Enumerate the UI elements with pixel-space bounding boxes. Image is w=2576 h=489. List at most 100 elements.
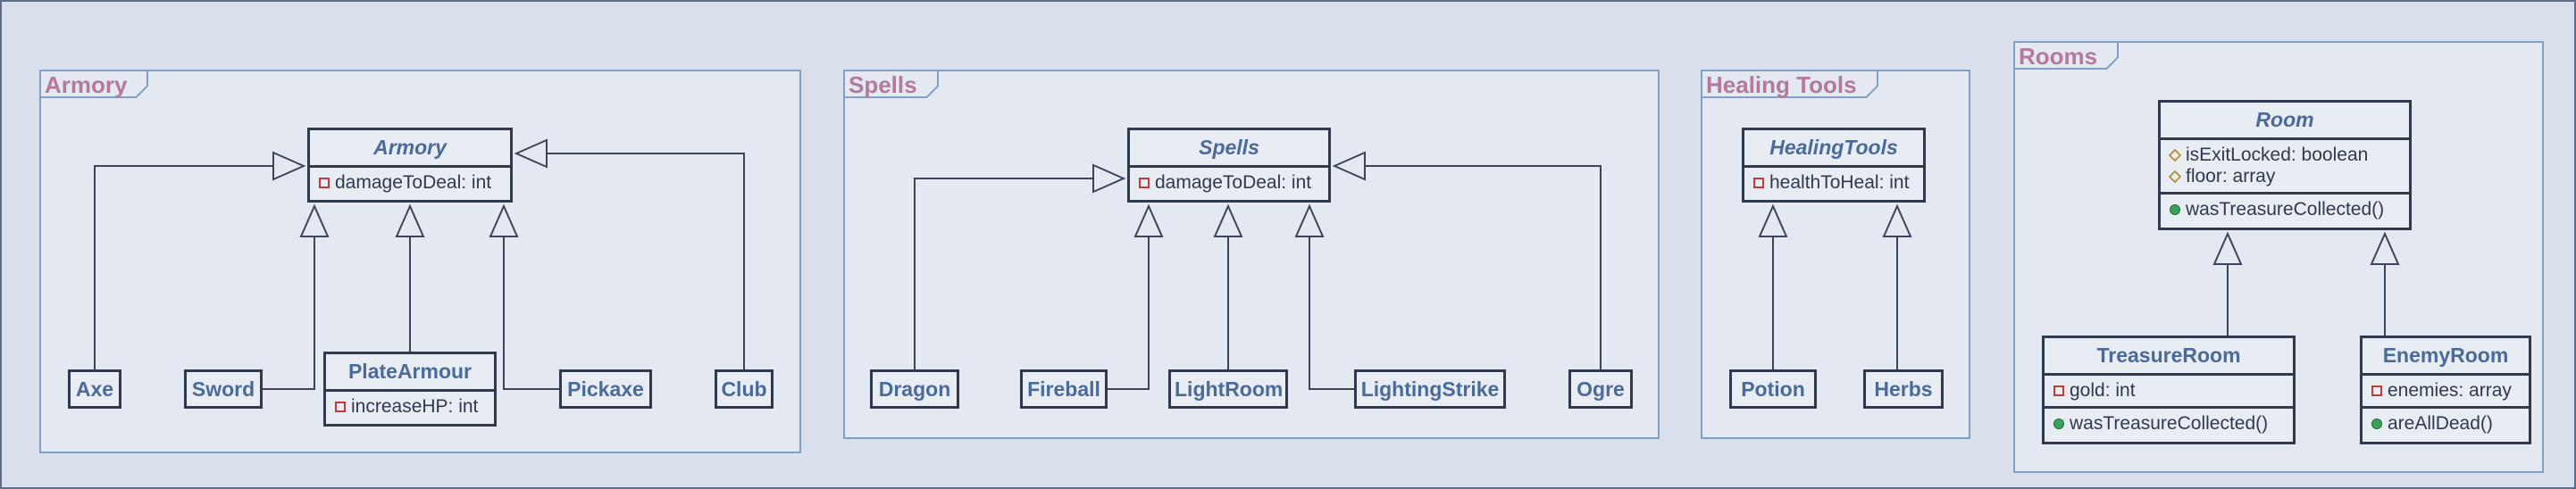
class-name: Pickaxe <box>567 377 644 401</box>
private-visibility-icon <box>2371 385 2382 396</box>
class-room[interactable]: Room isExitLocked: boolean floor: array … <box>2158 100 2412 230</box>
generalization-arrowhead <box>489 203 519 237</box>
method: wasTreasureCollected() <box>2170 199 2400 220</box>
class-name: Fireball <box>1027 377 1100 401</box>
attribute: isExitLocked: boolean <box>2168 145 2400 166</box>
attributes-compartment: increaseHP: int <box>326 389 494 422</box>
methods-compartment: wasTreasureCollected() <box>2045 406 2293 439</box>
class-name: Dragon <box>878 377 951 401</box>
generalization-plate_armour-to-armory <box>395 203 425 352</box>
class-healing-tools[interactable]: HealingTools healthToHeal: int <box>1742 128 1926 203</box>
class-name: Club <box>721 377 767 401</box>
generalization-arrowhead <box>299 203 330 237</box>
generalization-arrowhead <box>2370 231 2400 265</box>
generalization-ogre-to-spells <box>1332 151 1602 369</box>
attributes-compartment: gold: int <box>2045 373 2293 406</box>
method: areAllDead() <box>2371 413 2520 435</box>
package-label: Healing Tools <box>1702 71 1878 98</box>
public-visibility-icon <box>2371 419 2382 429</box>
class-light-room[interactable]: LightRoom <box>1168 369 1288 409</box>
generalization-pickaxe-to-armory <box>489 203 559 390</box>
methods-compartment: wasTreasureCollected() <box>2161 192 2409 225</box>
public-visibility-icon <box>2170 204 2180 215</box>
class-name: Spells <box>1199 136 1259 159</box>
class-enemy-room[interactable]: EnemyRoom enemies: array areAllDead() <box>2360 336 2531 444</box>
generalization-arrowhead <box>1133 203 1164 237</box>
generalization-herbs-to-healing_tools <box>1882 203 1912 369</box>
generalization-arrowhead <box>1882 203 1912 237</box>
class-name: Armory <box>373 136 447 159</box>
attribute: gold: int <box>2053 380 2284 402</box>
generalization-dragon-to-spells <box>914 163 1126 369</box>
class-name: Potion <box>1741 377 1805 401</box>
attribute: floor: array <box>2168 166 2400 187</box>
private-visibility-icon <box>319 178 330 188</box>
method: wasTreasureCollected() <box>2053 413 2284 435</box>
attribute: increaseHP: int <box>335 396 485 418</box>
class-name: Ogre <box>1577 377 1625 401</box>
class-name: Herbs <box>1874 377 1933 401</box>
generalization-arrowhead <box>1294 203 1325 237</box>
attributes-compartment: isExitLocked: boolean floor: array <box>2161 137 2409 192</box>
class-ogre[interactable]: Ogre <box>1568 369 1633 409</box>
class-name: LightingStrike <box>1360 377 1500 401</box>
public-visibility-icon <box>2053 419 2064 429</box>
generalization-light_room-to-spells <box>1213 203 1243 369</box>
class-name: HealingTools <box>1769 136 1898 159</box>
private-visibility-icon <box>1753 178 1764 188</box>
attribute: enemies: array <box>2371 380 2520 402</box>
class-plate-armour[interactable]: PlateArmour increaseHP: int <box>323 352 497 427</box>
class-name: TreasureRoom <box>2096 344 2241 367</box>
class-name: EnemyRoom <box>2382 344 2509 367</box>
generalization-arrowhead <box>2212 231 2243 265</box>
class-lighting-strike[interactable]: LightingStrike <box>1354 369 1506 409</box>
class-name: Sword <box>191 377 255 401</box>
generalization-arrowhead <box>514 138 548 169</box>
generalization-arrowhead <box>1092 163 1126 194</box>
generalization-sword-to-armory <box>263 203 330 390</box>
attributes-compartment: damageToDeal: int <box>310 165 510 198</box>
methods-compartment: areAllDead() <box>2363 406 2529 439</box>
generalization-club-to-armory <box>514 138 745 369</box>
class-treasure-room[interactable]: TreasureRoom gold: int wasTreasureCollec… <box>2042 336 2296 444</box>
attribute: damageToDeal: int <box>1139 172 1319 194</box>
attribute: healthToHeal: int <box>1753 172 1914 194</box>
generalization-arrowhead <box>1332 151 1366 181</box>
class-axe[interactable]: Axe <box>68 369 121 409</box>
attributes-compartment: damageToDeal: int <box>1130 165 1328 198</box>
class-name: Room <box>2255 108 2314 131</box>
generalization-fireball-to-spells <box>1108 203 1164 390</box>
class-spells[interactable]: Spells damageToDeal: int <box>1127 128 1331 203</box>
class-name: LightRoom <box>1175 377 1284 401</box>
private-visibility-icon <box>335 402 346 412</box>
attributes-compartment: enemies: array <box>2363 373 2529 406</box>
generalization-arrowhead <box>272 151 306 181</box>
attribute: damageToDeal: int <box>319 172 501 194</box>
private-visibility-icon <box>2053 385 2064 396</box>
class-sword[interactable]: Sword <box>184 369 263 409</box>
generalization-treasure_room-to-room <box>2212 231 2243 336</box>
generalization-arrowhead <box>1213 203 1243 237</box>
protected-visibility-icon <box>2168 170 2182 184</box>
class-name: Axe <box>75 377 114 401</box>
class-herbs[interactable]: Herbs <box>1863 369 1944 409</box>
class-club[interactable]: Club <box>715 369 774 409</box>
attributes-compartment: healthToHeal: int <box>1744 165 1923 198</box>
private-visibility-icon <box>1139 178 1150 188</box>
package-label: Rooms <box>2015 43 2120 70</box>
class-pickaxe[interactable]: Pickaxe <box>559 369 652 409</box>
class-name: PlateArmour <box>347 360 473 383</box>
generalization-enemy_room-to-room <box>2370 231 2400 336</box>
generalization-lighting_strike-to-spells <box>1294 203 1354 390</box>
package-label: Spells <box>845 71 939 98</box>
class-dragon[interactable]: Dragon <box>870 369 959 409</box>
class-potion[interactable]: Potion <box>1729 369 1817 409</box>
generalization-arrowhead <box>395 203 425 237</box>
protected-visibility-icon <box>2168 148 2182 162</box>
class-fireball[interactable]: Fireball <box>1020 369 1108 409</box>
package-label: Armory <box>41 71 149 98</box>
class-armory[interactable]: Armory damageToDeal: int <box>307 128 513 203</box>
generalization-potion-to-healing_tools <box>1758 203 1788 369</box>
